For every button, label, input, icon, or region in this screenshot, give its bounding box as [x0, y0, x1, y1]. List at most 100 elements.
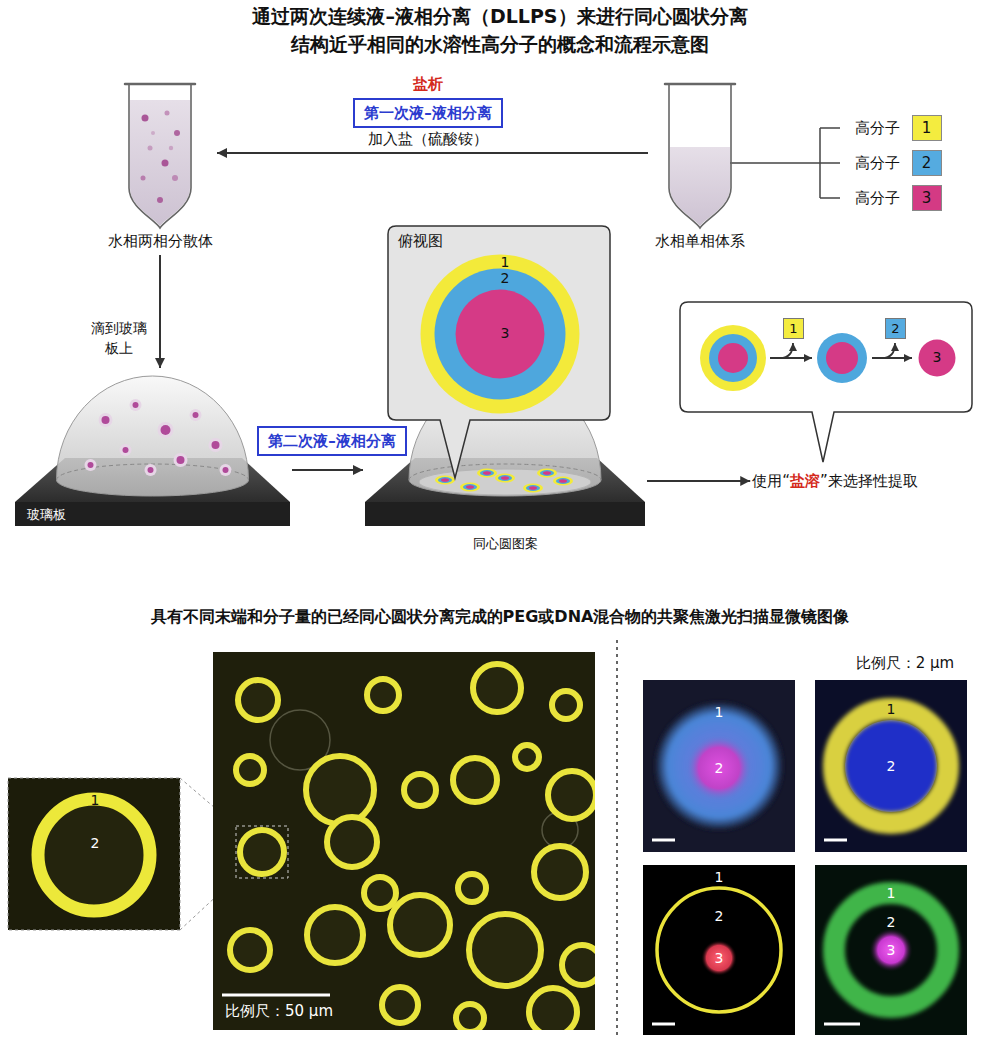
label-box: 盐析	[413, 75, 443, 93]
droplet	[151, 131, 155, 135]
droplet-halo	[85, 459, 97, 471]
node-text: 同心圆图案	[365, 536, 645, 552]
droplet-halo	[99, 413, 113, 427]
droplet-shell	[817, 333, 867, 383]
pattern-ring	[553, 477, 573, 486]
flow-arrow	[292, 469, 363, 471]
edge-label: 加入盐（硫酸铵）	[368, 129, 488, 149]
polymer-drop: 3	[918, 339, 956, 377]
node-text: 高分子	[855, 118, 900, 138]
extraction-panel	[680, 302, 972, 462]
step-arrow	[872, 357, 912, 359]
process-box: 第二次液–液相分离	[257, 426, 407, 456]
callout-number: 3	[912, 185, 942, 211]
callout-number: 3	[465, 326, 545, 341]
droplet	[165, 111, 170, 116]
droplet	[193, 412, 199, 418]
label-box: 1	[715, 868, 724, 886]
droplet	[212, 441, 220, 449]
tube-wall	[129, 84, 191, 228]
droplet	[102, 416, 110, 424]
droplet-halo	[174, 453, 188, 467]
pattern-ring	[477, 469, 497, 478]
label-box: 2	[91, 834, 100, 852]
section-heading: 具有不同末端和分子量的已经同心圆状分离完成的PEG或DNA混合物的共聚焦激光扫描…	[151, 608, 850, 626]
droplet-halo	[209, 438, 223, 452]
droplet-ring	[404, 774, 436, 806]
droplet	[223, 467, 229, 473]
test-tube: 水相单相体系	[650, 78, 750, 253]
droplet	[148, 467, 154, 473]
tube-rim	[665, 83, 735, 86]
node-text: 使用“	[752, 472, 790, 490]
label-box: 2	[715, 759, 724, 777]
droplet-ring	[238, 680, 278, 720]
droplet-ring	[458, 874, 486, 902]
node-text: 高分子	[855, 188, 900, 208]
node-text: 盐溶	[790, 472, 820, 490]
tube-wall	[669, 84, 731, 228]
callout-number: 2	[444, 271, 566, 286]
callout-number: 2	[886, 319, 905, 338]
callout-number: 1	[912, 115, 942, 141]
title-block: 通过两次连续液–液相分离（DLLPS）来进行同心圆状分离 结构近乎相同的水溶性高…	[0, 2, 1000, 58]
scale-label: 比例尺：2 μm	[856, 654, 954, 672]
drop-dome	[409, 376, 601, 496]
callout-number: 3	[887, 941, 896, 959]
node-text: 高分子	[855, 153, 900, 173]
droplet-shell	[709, 334, 757, 382]
scale-label: 比例尺：50 μm	[222, 1002, 336, 1020]
droplet-halo	[158, 422, 174, 438]
polymer-key: 高分子2	[855, 150, 942, 176]
droplet-ring	[456, 1004, 484, 1030]
polymer-ring: 12 3	[420, 254, 580, 414]
droplet-ring	[382, 987, 418, 1023]
droplet	[161, 425, 171, 435]
step-arrow	[882, 343, 895, 358]
glass-plate: 玻璃板	[15, 370, 290, 530]
droplet-shell	[655, 702, 783, 830]
flow-arrow	[159, 255, 161, 368]
ring-shape	[919, 340, 956, 377]
micrograph-ground	[643, 865, 795, 1035]
droplet-core	[869, 928, 913, 972]
droplet-core	[701, 940, 737, 976]
label-box: 具有不同末端和分子量的已经同心圆状分离完成的PEG或DNA混合物的共聚焦激光扫描…	[151, 608, 850, 626]
tube-liquid	[130, 100, 190, 226]
droplet	[177, 456, 185, 464]
label-box: 1	[715, 703, 724, 721]
droplet	[169, 146, 173, 150]
callout-number: 1	[887, 884, 896, 902]
test-tube: 水相两相分散体	[105, 78, 215, 253]
droplet-core	[718, 343, 748, 373]
droplet-ring	[469, 914, 541, 986]
shape-outline	[105, 78, 215, 253]
bracket-tick	[820, 162, 840, 164]
pattern-ring	[537, 469, 557, 478]
edge-label-box: 滴到玻璃 板上	[88, 318, 150, 358]
callout-number: 2	[715, 907, 724, 925]
divider	[616, 640, 618, 1035]
pattern-ring	[438, 477, 452, 483]
callout-number: 1	[91, 791, 100, 809]
droplet-shell	[834, 709, 948, 823]
callout-number: 1	[430, 255, 580, 270]
step-arrow	[780, 343, 793, 358]
node-text: 玻璃板	[27, 507, 290, 523]
step-arrow	[770, 357, 812, 359]
droplet-halo	[145, 464, 157, 476]
droplet-halo	[190, 409, 202, 421]
droplet-ring	[552, 691, 580, 719]
plate-edge	[15, 502, 290, 526]
ring-shape	[421, 255, 580, 414]
micrograph-ground	[213, 652, 595, 1030]
callout-number: 1	[715, 868, 724, 886]
pattern-ring	[526, 485, 540, 491]
step-text: 使用“盐溶”来选择性提取	[752, 471, 918, 491]
callout-number: 2	[715, 759, 724, 777]
process-name: 盐析	[413, 75, 443, 93]
micrograph	[815, 680, 967, 852]
label-box: 比例尺：2 μm	[856, 654, 954, 672]
